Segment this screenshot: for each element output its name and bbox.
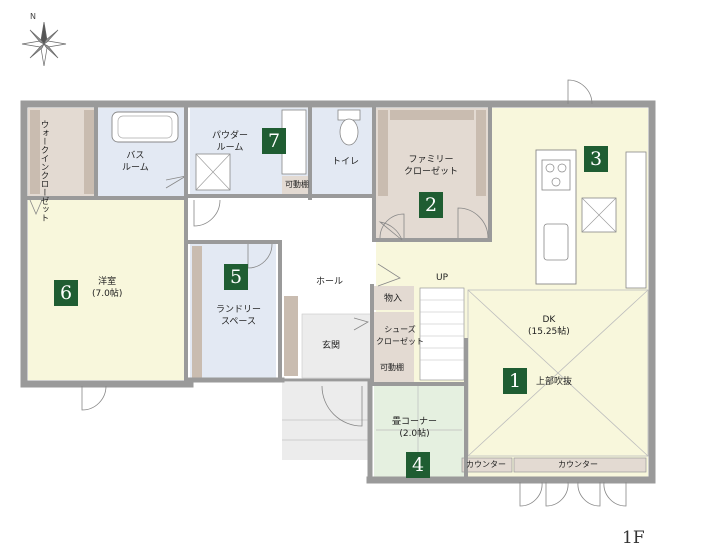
walk-in-closet-label: ウォークインクローゼット	[39, 120, 49, 222]
powder-shelf-label: 可動棚	[285, 180, 309, 189]
badge-5: 5	[224, 264, 248, 290]
bathtub	[111, 111, 179, 143]
family-closet-label: ファミリー クローゼット	[404, 155, 459, 177]
kitchen-counter	[535, 149, 577, 285]
floor-label: 1F	[622, 528, 645, 548]
powder-shelf-floor	[282, 176, 308, 194]
stove	[541, 159, 571, 191]
stairs	[419, 287, 465, 381]
tatami-label: 畳コーナー (2.0帖)	[392, 417, 438, 439]
hall-label: ホール	[316, 277, 344, 287]
family-closet-shelf-right	[476, 110, 486, 196]
entrance-label: 玄関	[322, 341, 341, 351]
badge-4: 4	[406, 452, 430, 478]
family-closet-shelf-left	[378, 110, 388, 196]
toilet-label: トイレ	[332, 157, 360, 167]
storage-floor	[374, 286, 414, 310]
laundry-shelf	[192, 246, 202, 378]
void-label: 上部吹抜	[536, 377, 573, 387]
toilet-tank	[337, 109, 361, 121]
bath-label: バス ルーム	[122, 151, 149, 173]
storage-label: 物入	[384, 294, 403, 304]
burner-1	[545, 163, 555, 173]
family-closet-shelf-top	[390, 110, 474, 120]
powder-room-label: パウダー ルーム	[212, 131, 249, 153]
badge-1: 1	[503, 368, 527, 394]
laundry-label: ランドリー スペース	[216, 305, 262, 327]
void-diagonal-2	[467, 289, 649, 457]
burner-3	[551, 177, 561, 187]
counter-left-label: カウンター	[466, 460, 506, 469]
compass-rose	[21, 21, 67, 67]
toilet-bowl	[339, 118, 359, 146]
badge-3: 3	[584, 146, 608, 172]
bathtub-inner	[117, 115, 173, 139]
porch	[282, 382, 370, 460]
wic-shelf-left	[30, 110, 40, 194]
badge-6: 6	[54, 280, 78, 306]
vanity	[281, 109, 307, 175]
entrance-floor	[302, 314, 372, 378]
counter-right	[513, 457, 647, 473]
compass-north-label: N	[30, 12, 36, 21]
wic-shelf-right	[84, 110, 94, 194]
back-counter	[625, 151, 647, 289]
door-swings	[29, 79, 627, 507]
walls	[20, 100, 656, 484]
western-room-label: 洋室 (7.0帖)	[92, 277, 123, 299]
washbasin-x2	[195, 153, 231, 191]
hall-shelf	[284, 296, 298, 376]
shoes-closet-label: シューズ クローゼット	[376, 325, 424, 346]
dk-label: DK (15.25帖)	[528, 315, 570, 337]
counter-left	[461, 457, 513, 473]
toilet-floor	[312, 108, 372, 196]
shoes-closet-floor	[374, 312, 414, 382]
sink	[543, 223, 569, 261]
badge-2: 2	[419, 192, 443, 218]
up-label: UP	[436, 273, 449, 283]
fridge-x2	[581, 197, 617, 233]
entry-shelf-label: 可動棚	[380, 363, 404, 372]
counter-right-label: カウンター	[558, 460, 598, 469]
badge-7: 7	[262, 128, 286, 154]
burner-2	[557, 163, 567, 173]
